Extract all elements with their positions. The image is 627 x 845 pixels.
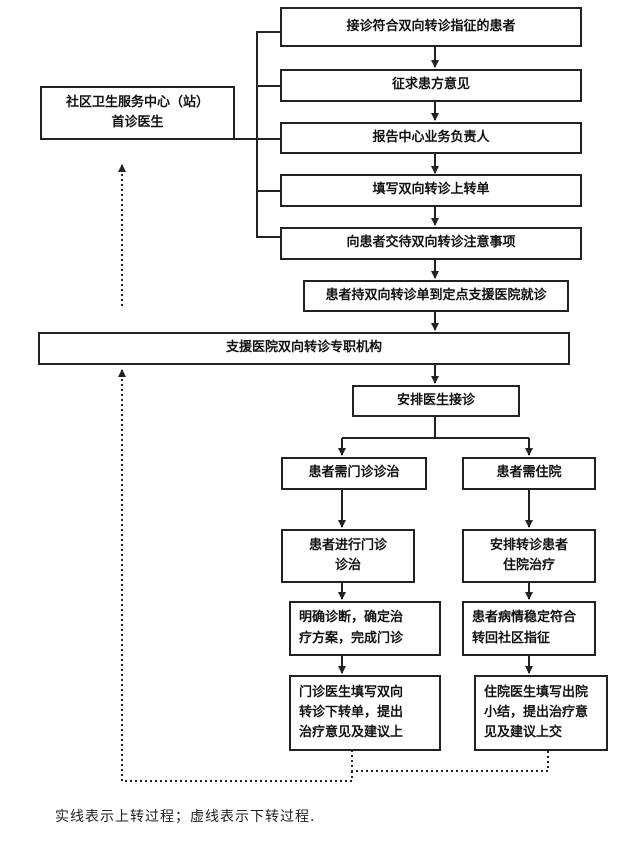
node-outpatient-need: 患者需门诊诊治 [281, 457, 427, 490]
node-hospital-office: 支援医院双向转诊专职机构 [38, 332, 570, 365]
node-inpatient-need: 患者需住院 [462, 457, 596, 490]
legend-text: 实线表示上转过程；虚线表示下转过程. [55, 809, 316, 825]
node-inpatient-stable: 患者病情稳定符合 转回社区指征 [462, 601, 596, 656]
node-outpatient-diagnosis: 明确诊断，确定治 疗方案，完成门诊 [289, 601, 441, 656]
node-patient-visit: 患者持双向转诊单到定点支援医院就诊 [303, 280, 569, 312]
node-outpatient-downward-form: 门诊医生填写双向 转诊下转单，提出 治疗意见及建议上 [289, 675, 441, 751]
node-inpatient-treatment: 安排转诊患者 住院治疗 [462, 529, 596, 583]
node-seek-consent: 征求患方意见 [280, 69, 582, 102]
node-discharge-summary: 住院医生填写出院 小结，提出治疗意 见及建议上交 [474, 675, 608, 751]
node-receive-patient: 接诊符合双向转诊指征的患者 [280, 7, 582, 47]
node-outpatient-treatment: 患者进行门诊 诊治 [281, 529, 415, 583]
node-fill-upward-form: 填写双向转诊上转单 [280, 174, 582, 207]
node-report-supervisor: 报告中心业务负责人 [280, 122, 582, 154]
node-explain-notes: 向患者交待双向转诊注意事项 [280, 227, 582, 260]
node-arrange-doctor: 安排医生接诊 [352, 385, 520, 417]
node-community-center: 社区卫生服务中心（站） 首诊医生 [40, 86, 235, 140]
